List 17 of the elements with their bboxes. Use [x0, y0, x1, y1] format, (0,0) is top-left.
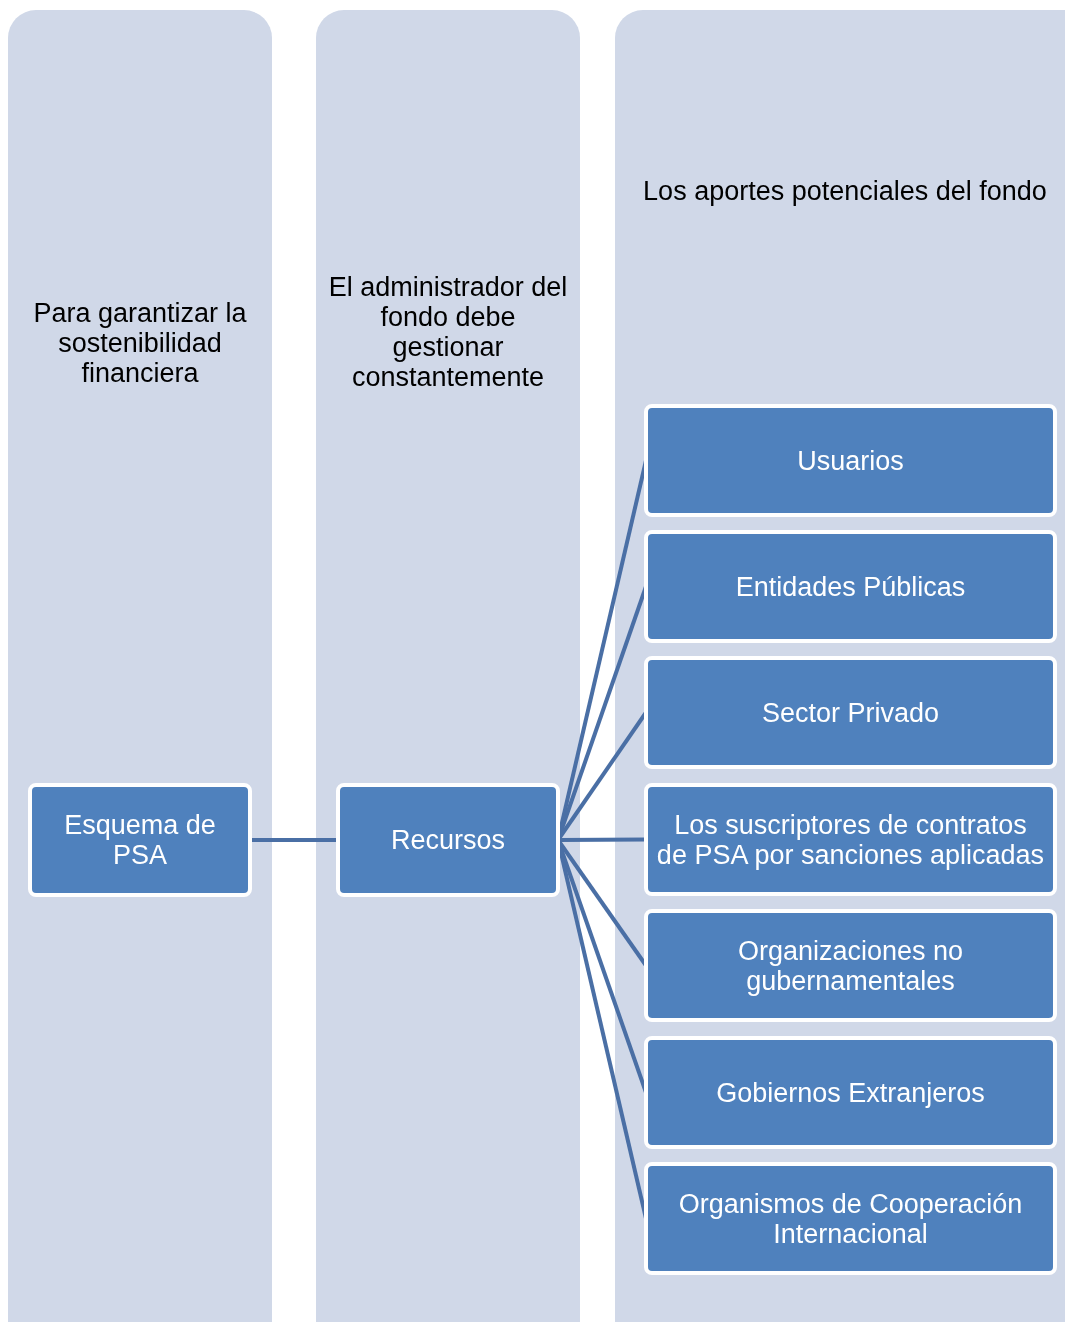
column-band [316, 10, 580, 1322]
column-heading: Para garantizar la sostenibilidad financiera [32, 298, 248, 388]
connector-line [558, 837, 646, 842]
column-heading: Los aportes potenciales del fondo [642, 176, 1048, 206]
process-box: Gobiernos Extranjeros [644, 1036, 1057, 1149]
process-box: Usuarios [644, 404, 1057, 517]
process-box: Los suscriptores de contratos de PSA por sanciones aplicadas [644, 783, 1057, 896]
process-box: Organismos de Cooperación Internacional [644, 1162, 1057, 1275]
process-box: Entidades Públicas [644, 530, 1057, 643]
connector-line [250, 838, 338, 842]
column-band [615, 10, 1065, 1322]
process-box: Organizaciones no gubernamentales [644, 909, 1057, 1022]
process-box: Sector Privado [644, 656, 1057, 769]
process-box: Recursos [336, 783, 560, 897]
process-box: Esquema de PSA [28, 783, 252, 897]
column-heading: El administrador del fondo debe gestionar constantemente [327, 272, 569, 392]
column-band [8, 10, 272, 1322]
